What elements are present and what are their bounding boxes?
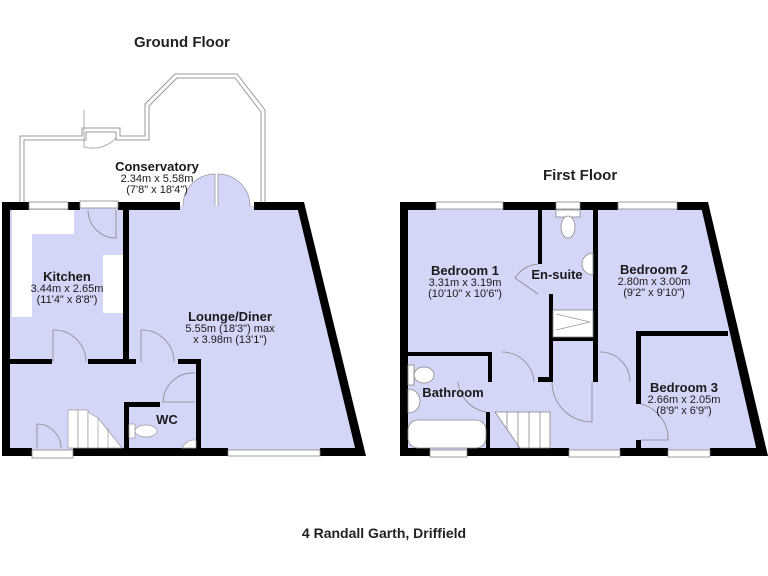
room-dimensions-imperial: (7'8" x 18'4") bbox=[126, 184, 188, 197]
room-name: Bathroom bbox=[422, 385, 484, 400]
room-dimensions-metric: 2.66m x 2.05m bbox=[647, 393, 721, 406]
ground-floor-title: Ground Floor bbox=[134, 34, 230, 51]
room-name: Conservatory bbox=[115, 159, 199, 174]
room-name: Bedroom 3 bbox=[650, 380, 718, 395]
room-name: Bedroom 1 bbox=[431, 263, 499, 278]
room-label-bathroom: Bathroom bbox=[422, 386, 483, 400]
first-floor-plan bbox=[400, 201, 768, 458]
room-label-kitchen: Kitchen 3.44m x 2.65m (11'4" x 8'8") bbox=[31, 270, 104, 307]
first-floor-title: First Floor bbox=[543, 167, 618, 184]
room-dimensions-metric: 5.55m (18'3") max bbox=[185, 322, 275, 335]
room-dimensions-metric: 3.44m x 2.65m bbox=[30, 282, 104, 295]
room-label-lounge-diner: Lounge/Diner 5.55m (18'3") max x 3.98m (… bbox=[185, 310, 274, 347]
room-label-bedroom-2: Bedroom 2 2.80m x 3.00m (9'2" x 9'10") bbox=[618, 263, 691, 300]
room-label-bedroom-1: Bedroom 1 3.31m x 3.19m (10'10" x 10'6") bbox=[428, 264, 502, 301]
room-label-bedroom-3: Bedroom 3 2.66m x 2.05m (8'9" x 6'9") bbox=[648, 381, 721, 418]
room-name: WC bbox=[156, 412, 178, 427]
room-dimensions-imperial: (9'2" x 9'10") bbox=[623, 287, 685, 300]
room-dimensions-metric: 2.34m x 5.58m bbox=[120, 172, 194, 185]
room-name: Lounge/Diner bbox=[188, 309, 272, 324]
ground-floor-plan bbox=[2, 73, 366, 459]
room-dimensions-metric: 2.80m x 3.00m bbox=[617, 275, 691, 288]
room-dimensions-imperial: (11'4" x 8'8") bbox=[36, 294, 98, 307]
room-dimensions-imperial: (8'9" x 6'9") bbox=[656, 405, 712, 418]
room-name: Kitchen bbox=[43, 269, 91, 284]
room-dimensions-imperial: x 3.98m (13'1") bbox=[193, 334, 267, 347]
room-label-conservatory: Conservatory 2.34m x 5.58m (7'8" x 18'4"… bbox=[115, 160, 199, 197]
room-name: Bedroom 2 bbox=[620, 262, 688, 277]
room-dimensions-metric: 3.31m x 3.19m bbox=[428, 276, 502, 289]
room-label-wc: WC bbox=[156, 413, 178, 427]
room-dimensions-imperial: (10'10" x 10'6") bbox=[428, 288, 502, 301]
property-address: 4 Randall Garth, Driffield bbox=[301, 525, 467, 541]
room-label-en-suite: En-suite bbox=[531, 268, 582, 282]
room-name: En-suite bbox=[531, 267, 583, 282]
